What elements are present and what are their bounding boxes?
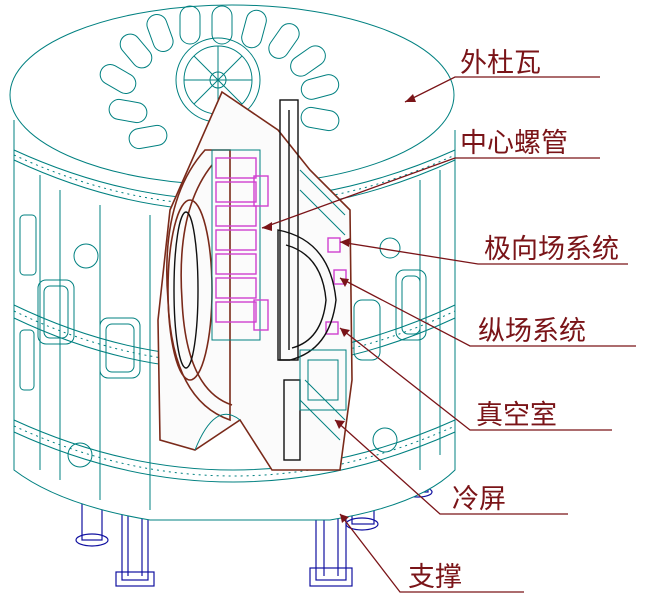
leader-vacuum-vessel: [339, 327, 612, 431]
leader-outer-dewar: [404, 76, 600, 103]
leader-thermal-shield: [334, 419, 568, 515]
label-toroidal-field-system: 纵场系统: [478, 316, 586, 347]
label-support: 支撑: [408, 562, 462, 593]
label-poloidal-field-system: 极向场系统: [484, 234, 619, 265]
leader-lines: [261, 76, 636, 593]
labels: 外杜瓦 中心螺管 极向场系统 纵场系统 真空室 冷屏 支撑: [408, 48, 619, 593]
label-vacuum-vessel: 真空室: [476, 400, 557, 431]
leader-support: [339, 513, 524, 593]
leader-poloidal-field: [339, 241, 628, 265]
cutaway-section: [157, 90, 353, 471]
label-central-solenoid: 中心螺管: [460, 128, 568, 159]
label-outer-dewar: 外杜瓦: [460, 48, 541, 79]
label-thermal-shield: 冷屏: [452, 484, 506, 515]
leader-central-solenoid: [261, 157, 600, 229]
leader-toroidal-field: [339, 277, 636, 347]
